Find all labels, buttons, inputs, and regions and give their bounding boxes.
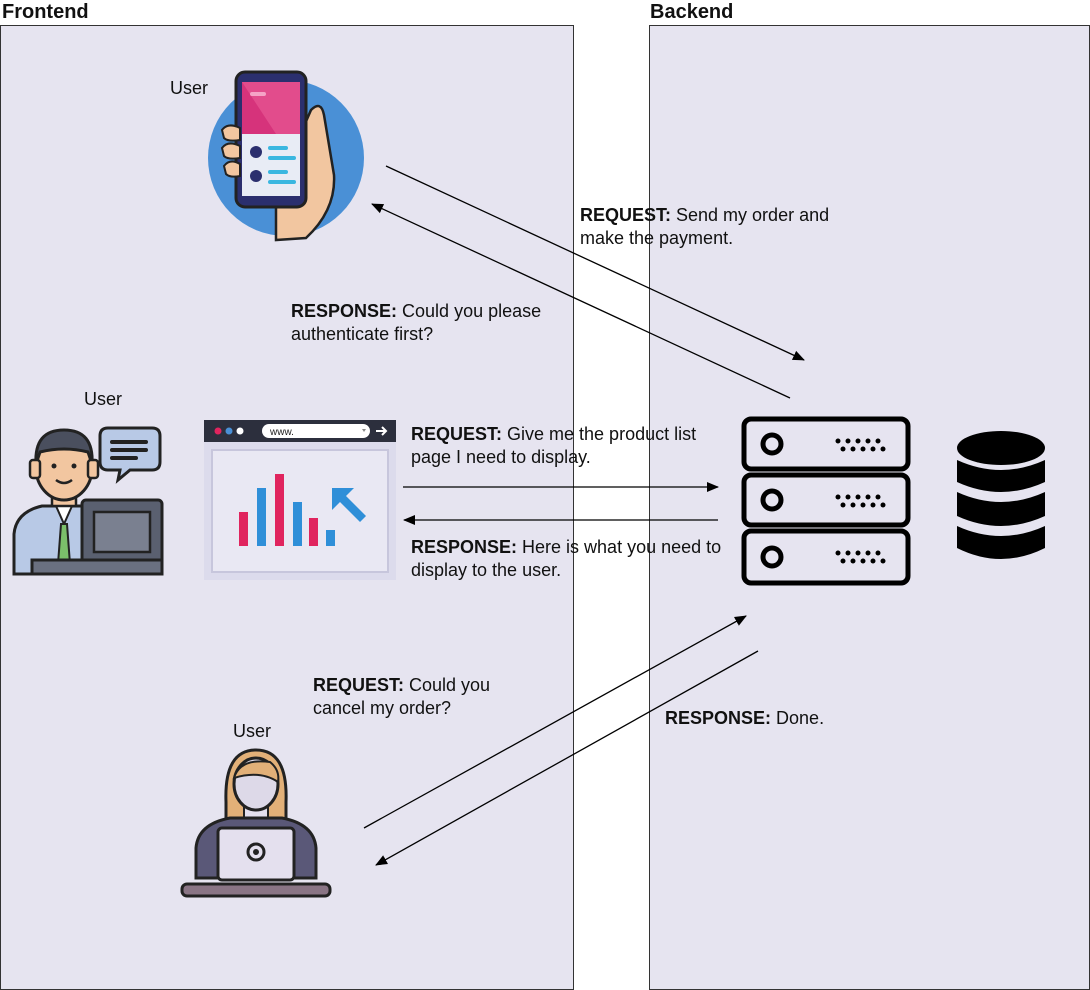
desktop-user-icon xyxy=(12,426,164,576)
web-request-keyword: REQUEST: xyxy=(411,424,503,444)
web-response-keyword: RESPONSE: xyxy=(411,537,518,557)
mobile-request-text: Send my order and make the payment. xyxy=(580,205,830,248)
browser-window-icon: www. xyxy=(204,420,396,580)
laptop-request-keyword: REQUEST: xyxy=(313,675,405,695)
mobile-request-keyword: REQUEST: xyxy=(580,205,672,225)
laptop-response-keyword: RESPONSE: xyxy=(665,708,772,728)
web-response-label: RESPONSE: Here is what you need to displ… xyxy=(411,536,741,582)
laptop-user-icon xyxy=(180,748,332,898)
server-icon xyxy=(741,416,911,586)
web-request-text: Give me the product list page I need to … xyxy=(411,424,697,467)
laptop-request-label: REQUEST: Could you cancel my order? xyxy=(313,674,528,720)
laptop-user-label: User xyxy=(233,721,272,741)
laptop-response-text: Done. xyxy=(771,708,825,728)
mobile-response-keyword: RESPONSE: xyxy=(291,301,398,321)
web-request-label: REQUEST: Give me the product list page I… xyxy=(411,423,731,469)
web-response-text: Here is what you need to display to the … xyxy=(411,537,722,580)
frontend-title: Frontend xyxy=(2,1,89,23)
address-bar-text: www. xyxy=(269,427,294,438)
desktop-user-label: User xyxy=(84,389,123,409)
laptop-request-text: Could you cancel my order? xyxy=(313,675,491,718)
mobile-response-label: RESPONSE: Could you please authenticate … xyxy=(291,300,576,346)
mobile-phone-user-icon xyxy=(208,70,364,242)
mobile-response-text: Could you please authenticate first? xyxy=(291,301,542,344)
backend-title: Backend xyxy=(650,1,734,23)
laptop-response-label: RESPONSE: Done. xyxy=(665,707,905,730)
mobile-request-label: REQUEST: Send my order and make the paym… xyxy=(580,204,870,250)
mobile-user-label: User xyxy=(170,78,209,98)
database-icon xyxy=(957,431,1045,559)
